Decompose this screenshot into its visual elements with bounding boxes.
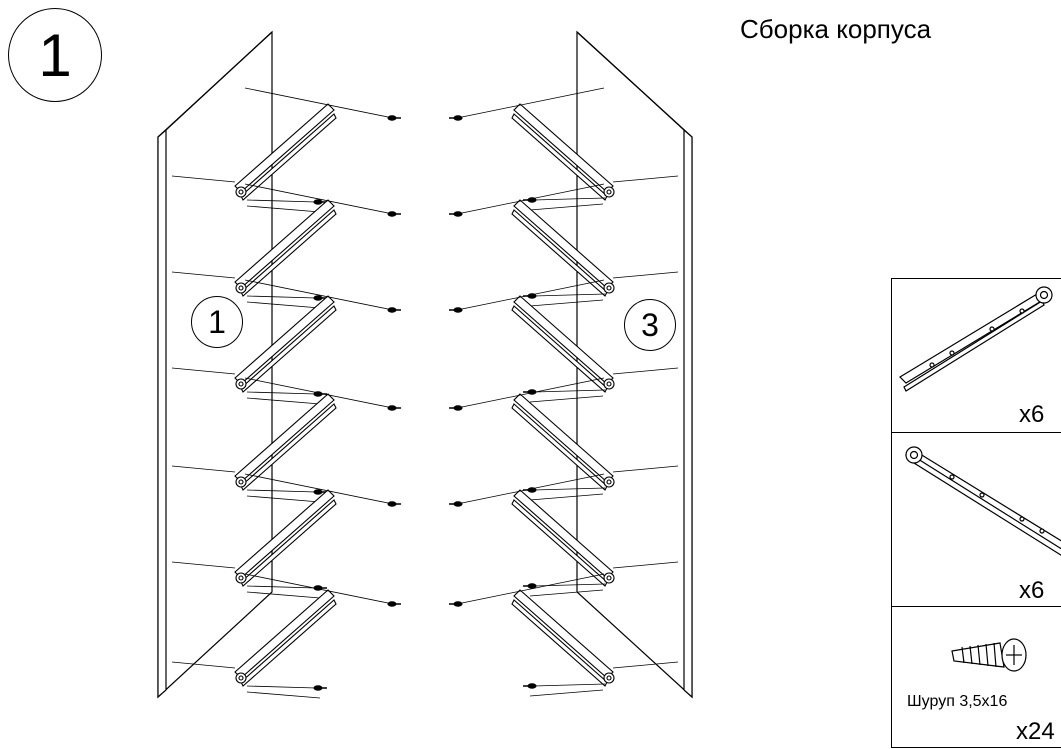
left-drawer-slide bbox=[171, 377, 401, 503]
right-drawer-slide bbox=[449, 279, 679, 403]
drawer-slide-right-icon bbox=[899, 286, 1053, 392]
screw-right-4-a bbox=[449, 501, 463, 507]
screw-left-0-a bbox=[387, 115, 401, 121]
left-drawer-slide bbox=[171, 473, 401, 599]
left-drawer-slide bbox=[171, 279, 401, 405]
right-drawer-slide bbox=[449, 87, 679, 211]
panel-label-left-text: 1 bbox=[208, 303, 226, 340]
parts-qty-slide-right: x6 bbox=[1019, 401, 1045, 428]
parts-screw-name: Шуруп 3,5х16 bbox=[907, 693, 1008, 710]
parts-item-slide-left: x6 bbox=[892, 432, 1061, 606]
panel-label-left: 1 bbox=[191, 296, 243, 348]
parts-item-slide-right: x6 bbox=[892, 279, 1061, 432]
parts-qty-slide-left: x6 bbox=[1019, 577, 1045, 604]
right-drawer-slide bbox=[449, 183, 679, 307]
left-slide-group bbox=[171, 87, 401, 699]
parts-item-screw: Шуруп 3,5х16 x24 bbox=[892, 606, 1061, 749]
left-drawer-slide bbox=[171, 183, 401, 309]
screw-right-3-a bbox=[449, 405, 463, 411]
step-number: 1 bbox=[38, 21, 72, 89]
panel-label-right-text: 3 bbox=[641, 306, 659, 343]
left-drawer-slide bbox=[171, 573, 401, 699]
screw-left-3-b bbox=[313, 489, 327, 495]
step-number-badge: 1 bbox=[8, 8, 102, 102]
screw-right-1-a bbox=[449, 211, 463, 217]
screw-left-5-b bbox=[313, 685, 327, 691]
screw-right-5-a bbox=[449, 601, 463, 607]
screw-left-2-a bbox=[387, 307, 401, 313]
screw-left-5-a bbox=[387, 601, 401, 607]
screw-left-1-a bbox=[387, 211, 401, 217]
screw-icon bbox=[951, 638, 1027, 672]
drawer-slide-left-icon bbox=[905, 446, 1061, 556]
panel-label-right: 3 bbox=[624, 299, 676, 351]
screw-left-4-a bbox=[387, 501, 401, 507]
right-drawer-slide bbox=[449, 377, 679, 501]
right-drawer-slide bbox=[449, 473, 679, 597]
parts-list: x6 x6 Шуруп 3,5х16 x24 bbox=[891, 278, 1061, 748]
right-drawer-slide bbox=[449, 573, 679, 697]
assembly-diagram bbox=[157, 30, 693, 699]
screw-right-5-b bbox=[523, 683, 537, 689]
page-title: Сборка корпуса bbox=[740, 14, 932, 44]
screw-left-3-a bbox=[387, 405, 401, 411]
right-slide-group bbox=[449, 87, 679, 697]
left-drawer-slide bbox=[171, 87, 401, 213]
parts-qty-screw: x24 bbox=[1016, 718, 1055, 745]
screw-right-4-b bbox=[523, 583, 537, 589]
screw-right-2-a bbox=[449, 307, 463, 313]
screw-left-0-b bbox=[313, 199, 327, 205]
screw-right-0-a bbox=[449, 115, 463, 121]
